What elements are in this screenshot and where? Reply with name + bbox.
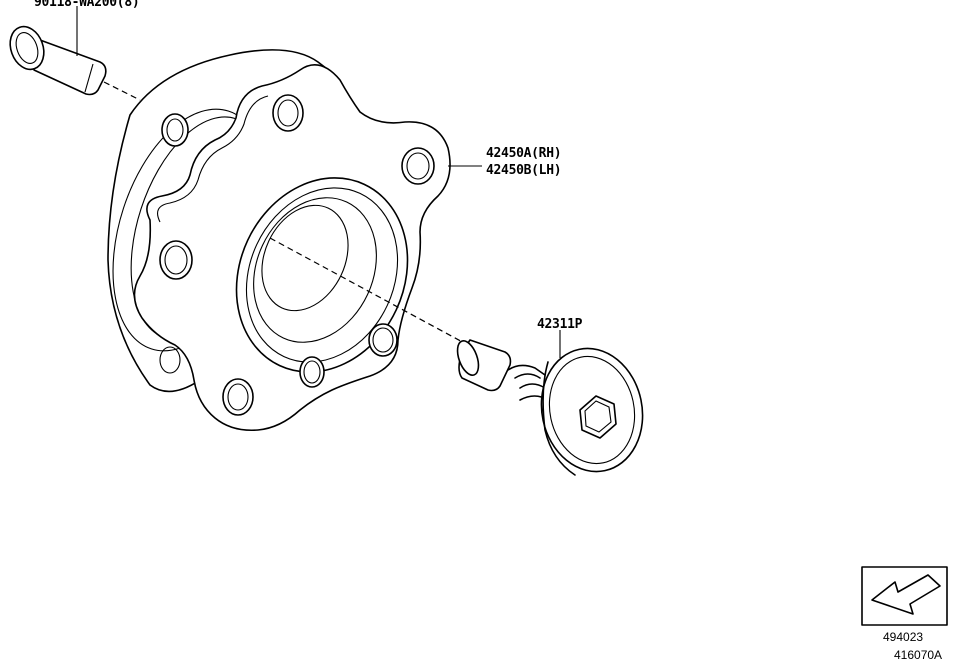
- axle-nut-drawing: [456, 330, 644, 476]
- bolt-part-label: 90118-WA200(8): [34, 0, 140, 10]
- reference-code: 494023: [883, 630, 924, 644]
- hub-part-label-rh: 42450A(RH): [486, 146, 562, 161]
- hub-bolt-drawing: [9, 6, 107, 96]
- hub-part-label-lh: 42450B(LH): [486, 163, 562, 178]
- figure-code: 416070A: [894, 648, 943, 662]
- hub-assembly-drawing: [107, 49, 482, 432]
- nut-part-label: 42311P: [537, 317, 583, 332]
- reference-icon: [861, 566, 948, 626]
